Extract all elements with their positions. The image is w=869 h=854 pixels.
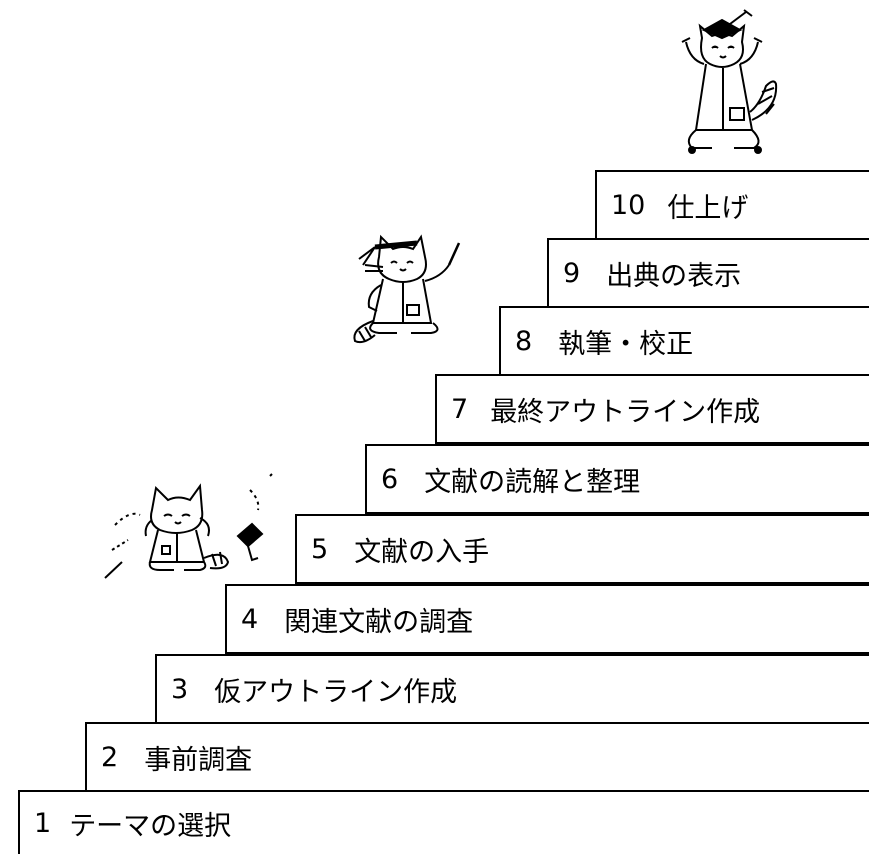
step-label: 最終アウトライン作成 — [490, 396, 761, 428]
tired-raccoon-illustration — [100, 470, 280, 580]
step-6: 6 文献の読解と整理 — [365, 444, 869, 514]
step-label: テーマの選択 — [69, 810, 232, 842]
step-label: 出典の表示 — [606, 260, 742, 292]
step-4: 4 関連文献の調査 — [225, 584, 869, 654]
step-5: 5 文献の入手 — [295, 514, 869, 584]
step-number: 2 — [101, 741, 119, 773]
step-label: 仮アウトライン作成 — [214, 676, 458, 708]
step-label: 執筆・校正 — [558, 328, 694, 360]
step-number: 7 — [451, 393, 469, 425]
step-9: 9 出典の表示 — [547, 238, 869, 308]
step-2: 2 事前調査 — [85, 722, 869, 792]
step-label: 仕上げ — [667, 192, 749, 224]
step-3: 3 仮アウトライン作成 — [155, 654, 869, 724]
step-label: 文献の入手 — [354, 536, 490, 568]
celebrating-raccoon-illustration — [660, 8, 785, 158]
step-label: 関連文献の調査 — [284, 606, 474, 638]
step-number: 3 — [171, 673, 189, 705]
step-number: 6 — [381, 463, 399, 495]
working-raccoon-illustration — [345, 234, 470, 350]
step-7: 7 最終アウトライン作成 — [435, 374, 869, 444]
step-1: 1 テーマの選択 — [18, 790, 869, 854]
step-number: 4 — [241, 603, 259, 635]
step-number: 9 — [563, 257, 581, 289]
step-8: 8 執筆・校正 — [499, 306, 869, 376]
step-number: 8 — [515, 325, 533, 357]
step-10: 10 仕上げ — [595, 170, 869, 240]
step-number: 1 — [34, 807, 52, 839]
step-label: 事前調査 — [144, 744, 253, 776]
step-number: 10 — [611, 189, 646, 221]
step-number: 5 — [311, 533, 329, 565]
step-label: 文献の読解と整理 — [424, 466, 641, 498]
